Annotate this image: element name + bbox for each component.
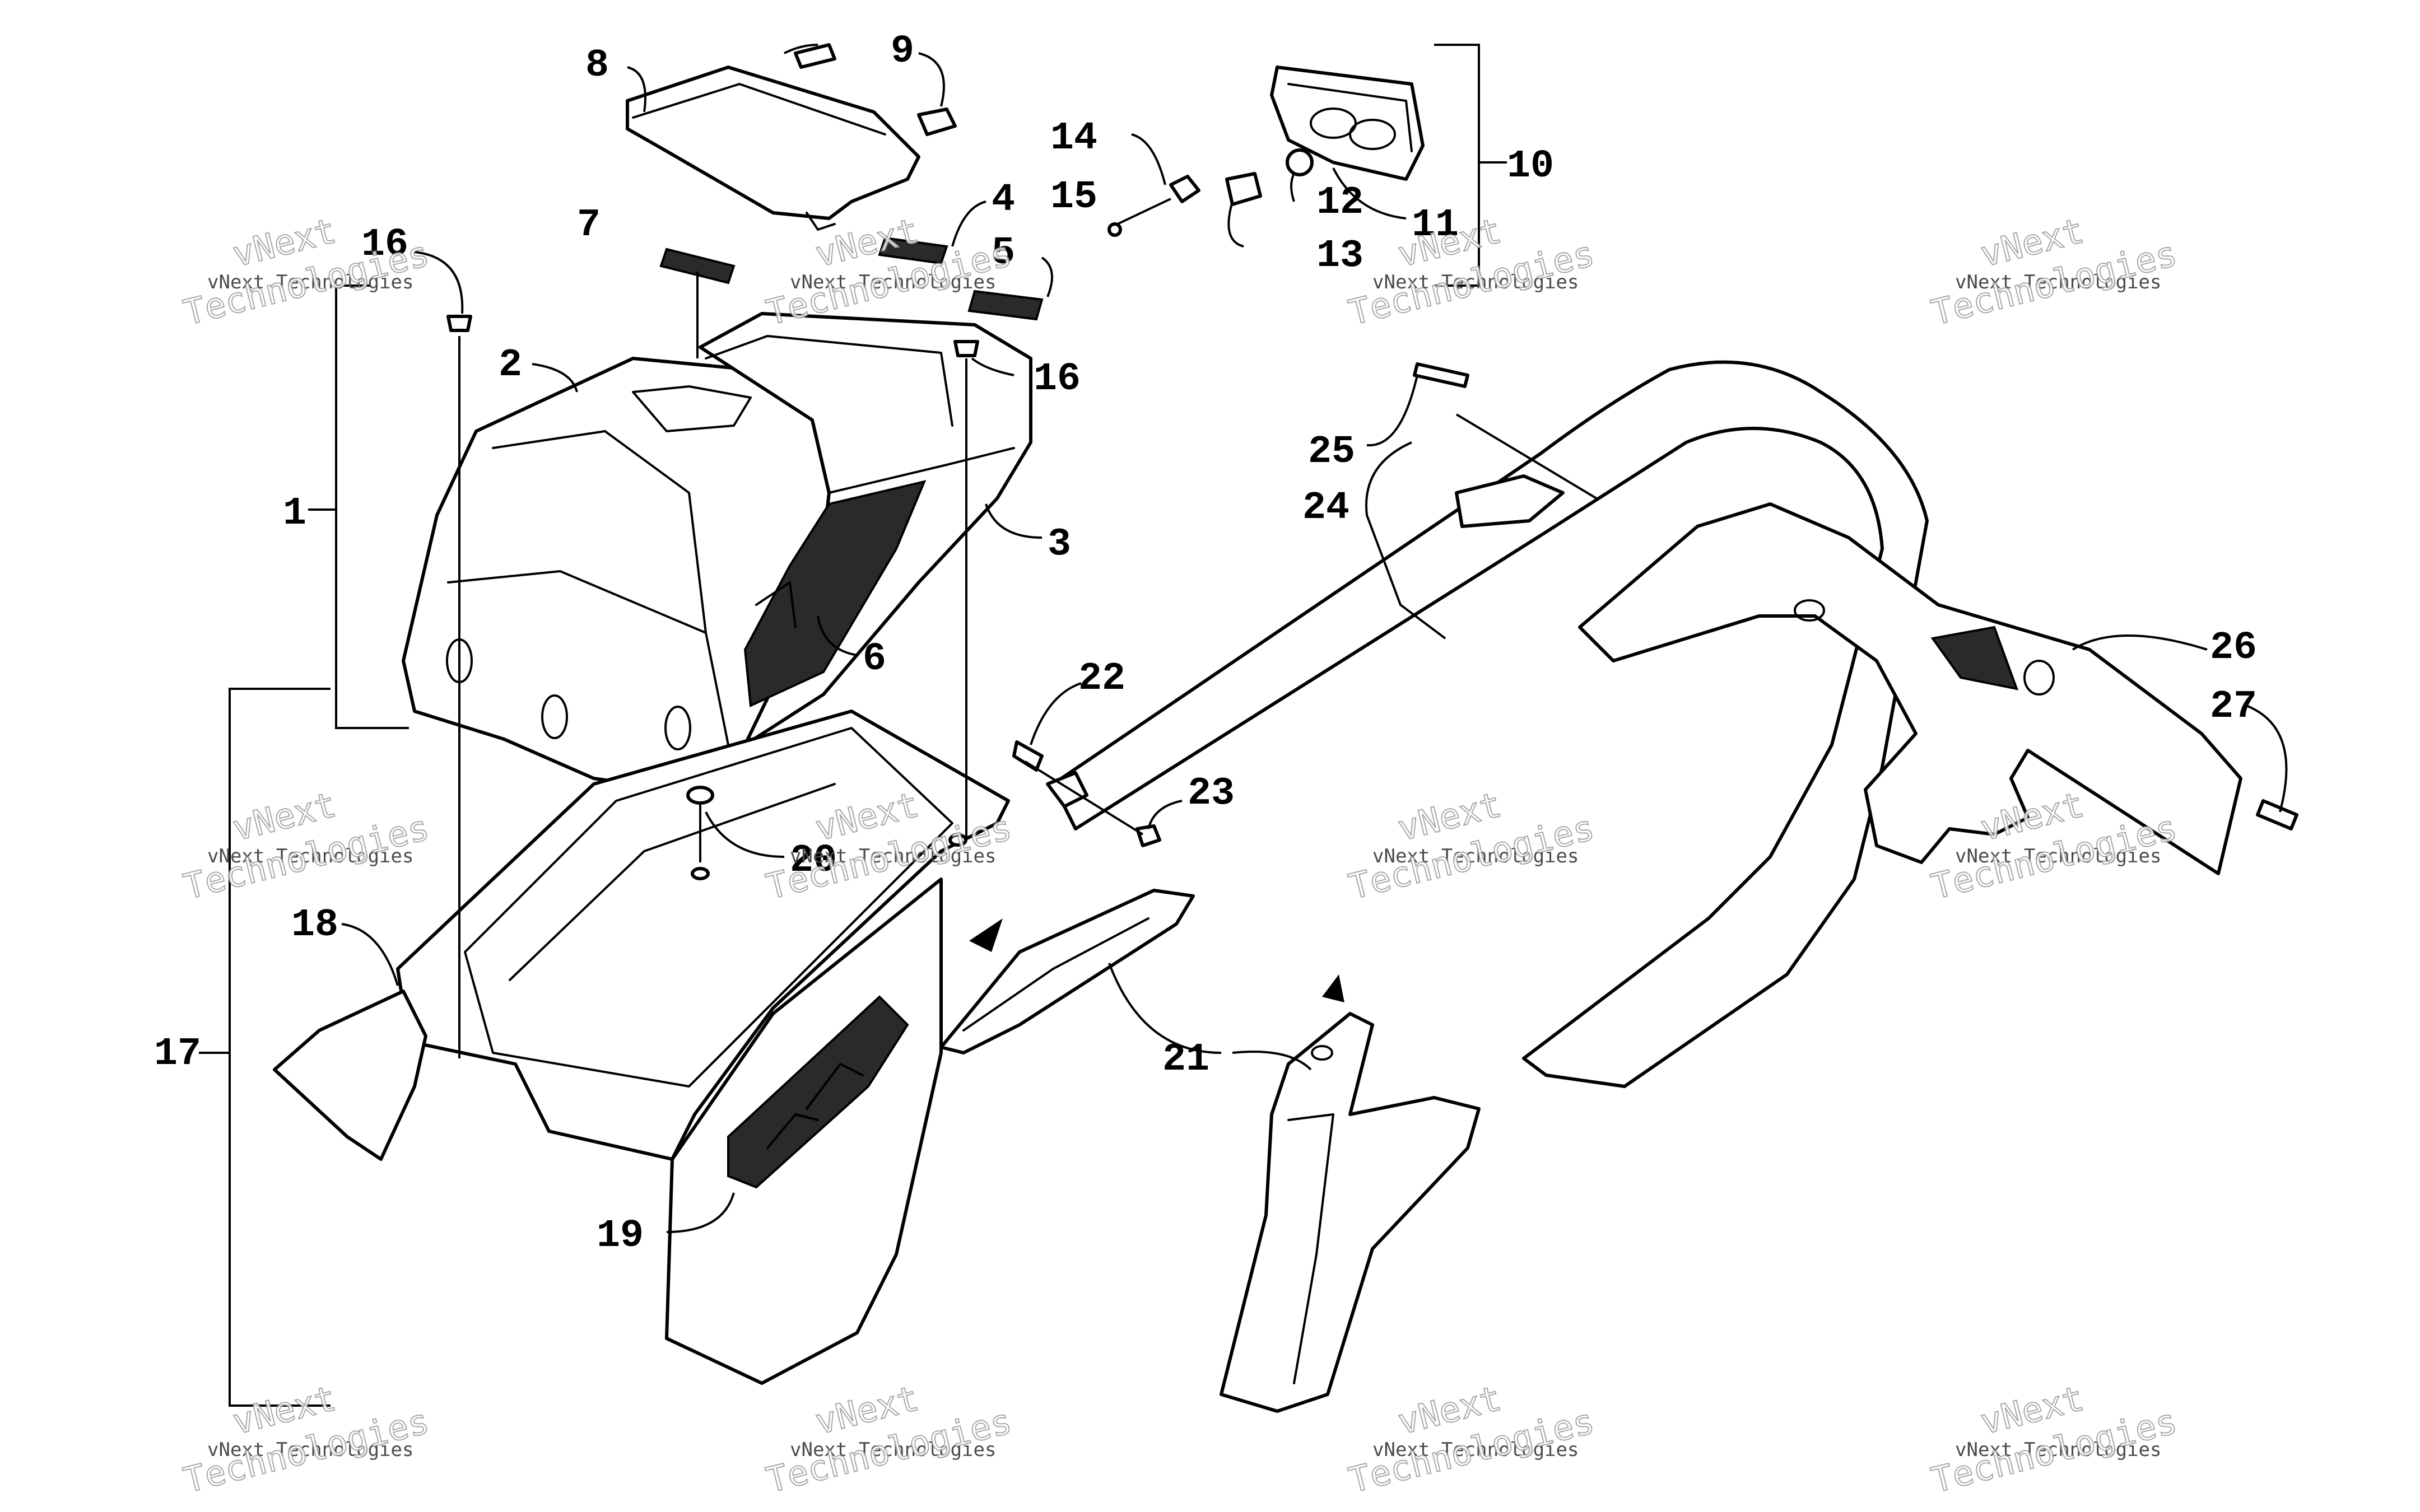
callout-4: 4 [992, 178, 1015, 222]
callout-18: 18 [291, 903, 338, 948]
part-22-bolt[interactable] [1012, 740, 1044, 772]
leader-lines [341, 44, 2288, 1233]
group-bracket-1 [308, 284, 409, 729]
callout-27: 27 [2210, 685, 2257, 729]
callout-7: 7 [577, 203, 601, 248]
part-16-rivet-right[interactable] [953, 340, 979, 357]
callout-24: 24 [1302, 486, 1349, 530]
svg-text:vNext Technologies: vNext Technologies [790, 845, 996, 867]
callout-23: 23 [1188, 772, 1235, 816]
arrow-marker-1 [969, 918, 1003, 952]
callout-1: 1 [283, 492, 306, 536]
part-6-graphic[interactable] [743, 480, 927, 707]
svg-text:vNext Technologies: vNext Technologies [1955, 1439, 2161, 1461]
callout-21: 21 [1162, 1038, 1209, 1082]
svg-text:vNext Technologies: vNext Technologies [1372, 1439, 1579, 1461]
callout-16-b: 16 [1034, 357, 1081, 402]
svg-text:vNext Technologies: vNext Technologies [1955, 271, 2161, 293]
callout-10: 10 [1507, 144, 1554, 189]
callout-19: 19 [597, 1214, 644, 1258]
callout-9: 9 [891, 30, 914, 74]
svg-text:vNext Technologies: vNext Technologies [790, 1439, 996, 1461]
part-8-tray[interactable] [626, 66, 920, 231]
part-26-rear-flap[interactable] [1578, 502, 2242, 875]
callout-13: 13 [1316, 234, 1363, 278]
svg-text:vNext Technologies: vNext Technologies [207, 1439, 413, 1461]
part-14-grommet[interactable] [1169, 175, 1200, 203]
callout-15: 15 [1050, 175, 1097, 220]
part-24-grab-bar[interactable] [1046, 360, 1929, 1088]
callout-26: 26 [2210, 626, 2257, 670]
part-20-plugs[interactable] [686, 786, 967, 880]
part-23-nut[interactable] [1135, 824, 1161, 847]
callout-11: 11 [1412, 203, 1459, 248]
part-18-storage-tub[interactable] [273, 710, 1010, 1161]
part-27-bolt[interactable] [2256, 799, 2298, 830]
svg-text:vNext Technologies: vNext Technologies [1372, 271, 1579, 293]
svg-text:vNext Technologies: vNext Technologies [790, 271, 996, 293]
arrow-marker-2 [1322, 974, 1344, 1002]
part-11-taillight[interactable] [1270, 66, 1425, 181]
part-21-left-shield[interactable] [939, 889, 1195, 1054]
part-19-side-panel[interactable] [665, 878, 943, 1385]
callout-17: 17 [154, 1032, 201, 1076]
callout-25: 25 [1308, 430, 1355, 474]
callout-8: 8 [585, 44, 609, 88]
callout-16-a: 16 [361, 223, 408, 267]
part-7-decal[interactable] [659, 248, 736, 284]
part-13-socket[interactable] [1225, 172, 1262, 206]
callout-labels: 1 2 3 4 5 6 7 8 9 10 11 12 13 14 15 16 1… [154, 30, 2257, 1258]
callout-6: 6 [863, 637, 886, 682]
svg-text:vNext Technologies: vNext Technologies [207, 845, 413, 867]
group-bracket-10 [1434, 44, 1507, 287]
group-bracket-17 [199, 688, 331, 1407]
part-16-rivet-left[interactable] [446, 315, 472, 332]
callout-3: 3 [1048, 522, 1071, 567]
part-12-bulb[interactable] [1286, 148, 1314, 176]
part-9-clips[interactable] [794, 43, 957, 136]
part-5-decal[interactable] [967, 290, 1044, 321]
callout-20: 20 [790, 839, 837, 883]
svg-text:vNext Technologies: vNext Technologies [1372, 845, 1579, 867]
part-21-right-shield[interactable] [1220, 1012, 1481, 1413]
callout-14: 14 [1050, 116, 1097, 161]
part-4-decal[interactable] [878, 236, 948, 265]
callout-12: 12 [1316, 181, 1363, 225]
callout-2: 2 [499, 343, 522, 388]
svg-text:vNext Technologies: vNext Technologies [1955, 845, 2161, 867]
svg-text:vNext Technologies: vNext Technologies [207, 271, 413, 293]
part-25-bolt[interactable] [1413, 362, 1469, 388]
part-15-screw[interactable] [1107, 222, 1122, 237]
callout-22: 22 [1078, 657, 1125, 701]
alignment-lines [458, 198, 1598, 1058]
callout-5: 5 [992, 231, 1015, 276]
